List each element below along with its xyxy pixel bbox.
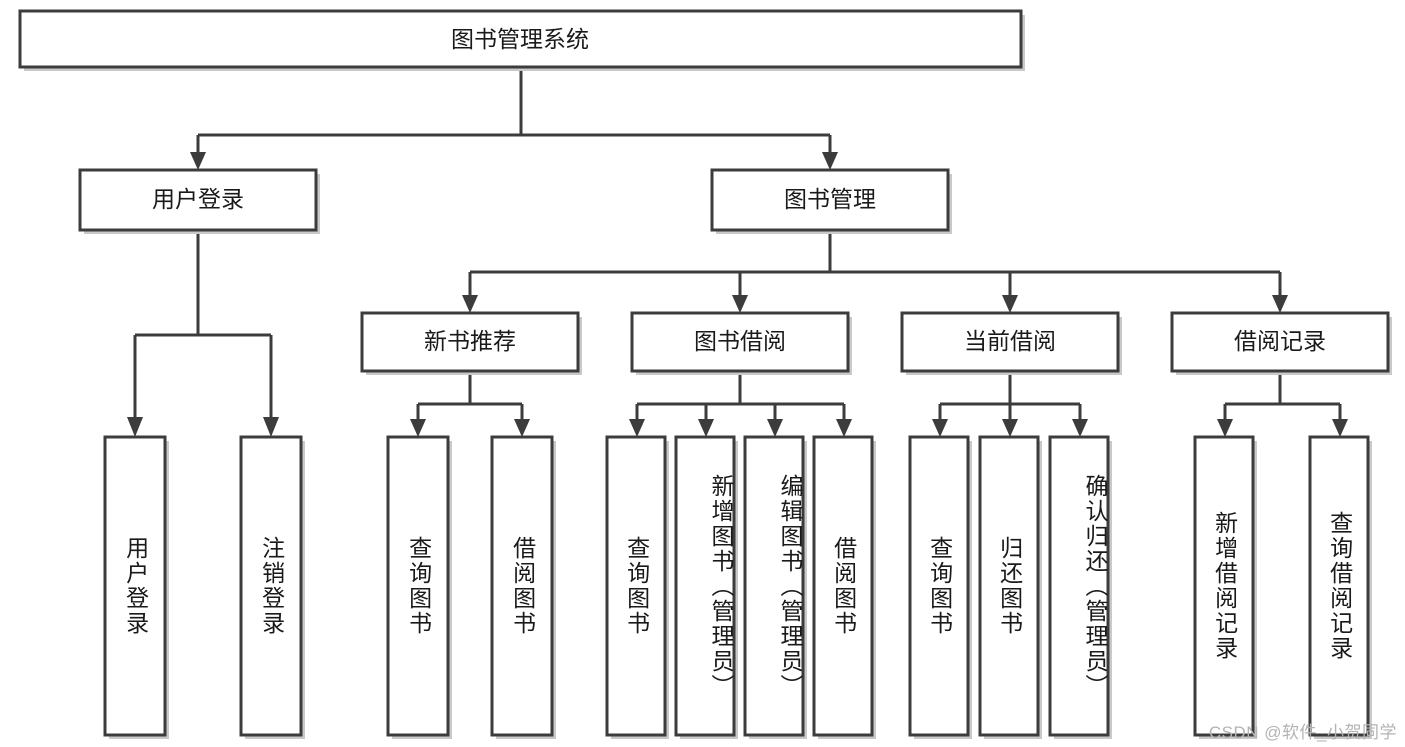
node-book-management[interactable]: 图书管理 [710,168,952,234]
node-new-book-recommend-rect [360,311,580,373]
node-new-book-recommend-label: 新书推荐 [424,328,516,354]
arrow-current-borrow-c3 [1072,419,1088,437]
node-user-login[interactable]: 用户登录 [78,168,320,234]
edge-group-borrow-record [1217,374,1348,437]
arrow-current-borrow-c2 [1002,419,1018,437]
leaf-rect-current-borrow-0[interactable] [908,435,970,737]
leaf-rect-borrow-record-0[interactable] [1193,435,1255,737]
edge-group-book-mgmt [462,232,1288,313]
arrow-root-to-book-mgmt [822,152,838,170]
arrow-book-mgmt-c4 [1272,295,1288,313]
arrow-book-mgmt-c2 [732,295,748,313]
arrow-book-borrow-c1 [629,419,645,437]
arrow-book-borrow-c3 [767,419,783,437]
arrow-user-login-c2 [263,417,279,437]
node-current-borrow-rect [900,311,1120,373]
node-book-management-label: 图书管理 [784,186,876,212]
node-book-borrow-rect [630,311,850,373]
node-borrow-record-rect [1170,311,1390,373]
leaf-rect-borrow-record-1[interactable] [1308,435,1370,737]
leaf-rect-current-borrow-1[interactable] [978,435,1040,737]
node-current-borrow-label: 当前借阅 [964,328,1056,354]
leaf-rect-book-borrow-3[interactable] [812,435,874,737]
edge-group-book-borrow [629,374,852,437]
csdn-watermark: CSDN @软件_小贺同学 [1208,723,1397,742]
node-book-borrow-label: 图书借阅 [694,328,786,354]
arrow-user-login-c1 [127,417,143,437]
node-book-borrow[interactable]: 图书借阅 [630,311,852,375]
leaf-rect-new-book-0[interactable] [386,435,450,737]
node-root-label: 图书管理系统 [451,26,589,52]
leaf-rect-current-borrow-2[interactable] [1048,435,1110,737]
arrow-book-mgmt-c1 [462,295,478,313]
edge-group-root [190,69,838,170]
leaf-rect-book-borrow-2[interactable] [743,435,805,737]
arrow-book-mgmt-c3 [1002,295,1018,313]
arrow-new-book-c1 [410,419,426,437]
edge-group-user-login [127,232,279,437]
leaf-rect-book-borrow-0[interactable] [605,435,667,737]
arrow-book-borrow-c4 [836,419,852,437]
arrow-book-borrow-c2 [698,419,714,437]
node-current-borrow[interactable]: 当前借阅 [900,311,1122,375]
arrow-borrow-record-c2 [1332,419,1348,437]
node-root-rect [18,9,1023,69]
arrow-borrow-record-c1 [1217,419,1233,437]
node-borrow-record[interactable]: 借阅记录 [1170,311,1392,375]
leaf-rect-user-login-1[interactable] [239,435,303,737]
node-new-book-recommend[interactable]: 新书推荐 [360,311,582,375]
node-user-login-rect [78,168,318,232]
leaf-box-group [103,435,1372,739]
leaf-rect-new-book-1[interactable] [490,435,554,737]
node-borrow-record-label: 借阅记录 [1234,328,1326,354]
leaf-rect-book-borrow-1[interactable] [674,435,736,737]
node-root[interactable]: 图书管理系统 [18,9,1025,71]
arrow-current-borrow-c1 [932,419,948,437]
edge-group-new-book [410,374,530,437]
node-book-management-rect [710,168,950,232]
edge-group-current-borrow [932,374,1088,437]
arrow-root-to-user-login [190,152,206,170]
node-user-login-label: 用户登录 [152,186,244,212]
leaf-rect-user-login-0[interactable] [103,435,167,737]
arrow-new-book-c2 [514,419,530,437]
